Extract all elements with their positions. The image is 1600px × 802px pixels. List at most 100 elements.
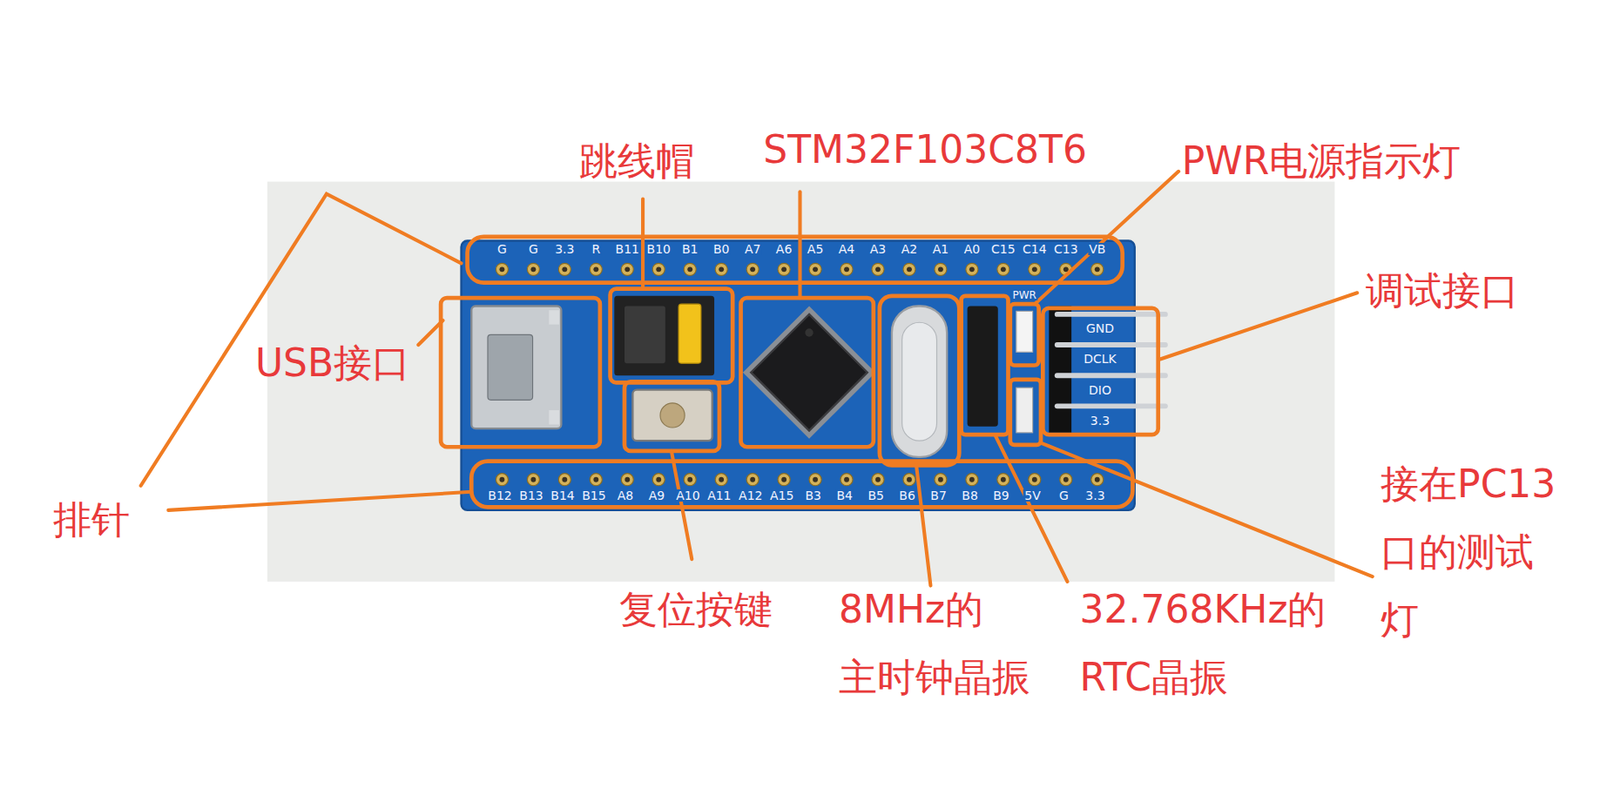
callout-label: 跳线帽 <box>579 127 695 196</box>
usb-connector <box>471 306 561 430</box>
pin-hole-center <box>1000 477 1006 483</box>
pin-label: C15 <box>990 243 1017 256</box>
callout-label: 接在PC13 口的测试 灯 <box>1380 450 1581 655</box>
callout-label: 调试接口 <box>1365 256 1519 325</box>
pin-hole <box>934 263 947 276</box>
callout-label: 32.768KHz的 RTC晶振 <box>1080 575 1359 712</box>
pin-hole-center <box>561 477 568 483</box>
pin-label: B12 <box>486 489 513 502</box>
pin-hole <box>495 263 508 276</box>
pin-hole-center <box>624 477 630 483</box>
pin-label: B13 <box>518 489 544 502</box>
pin-label: R <box>590 243 601 256</box>
mcu-pins <box>742 306 876 439</box>
pin-hole-center <box>593 477 599 483</box>
pin-label: B8 <box>960 489 979 502</box>
pin-hole <box>558 263 571 276</box>
pin-hole-center <box>1063 477 1069 483</box>
pin-label: C14 <box>1021 243 1048 256</box>
pin-hole <box>526 263 540 276</box>
pin-label: B3 <box>803 489 823 502</box>
callout-label: 复位按键 <box>619 575 773 644</box>
callout-label: STM32F103C8T6 <box>762 115 1087 184</box>
pin-hole <box>683 263 696 276</box>
pin-label: 5V <box>1023 489 1041 502</box>
pin-label: GND <box>1085 322 1115 335</box>
pin-hole-center <box>875 266 881 272</box>
pin-label: DCLK <box>1082 352 1118 365</box>
pin-hole-center <box>1063 266 1069 272</box>
pin-hole-center <box>938 477 944 483</box>
pin-label: DIO <box>1087 384 1113 397</box>
pin-label: C13 <box>1053 243 1080 256</box>
pin-hole-center <box>530 266 536 272</box>
debug-header <box>1048 306 1072 433</box>
pin-hole-center <box>812 477 818 483</box>
callout-label: PWR电源指示灯 <box>1181 127 1462 196</box>
usb-pad <box>548 410 560 425</box>
photo-ground <box>267 182 1335 582</box>
pin-hole <box>1028 263 1041 276</box>
pin-hole <box>965 263 979 276</box>
pin-label: G <box>1058 489 1070 502</box>
pin-hole-center <box>1032 266 1038 272</box>
pin-label: A11 <box>706 489 732 502</box>
pin-hole-center <box>969 477 975 483</box>
crystal-top <box>902 322 938 441</box>
pin-hole-center <box>718 477 724 483</box>
pin-hole-center <box>812 266 818 272</box>
pin-label: B14 <box>549 489 575 502</box>
pin-hole-center <box>655 266 662 272</box>
pin-hole-center <box>687 477 693 483</box>
pin-label: B4 <box>835 489 854 502</box>
pin-label: A7 <box>743 243 762 256</box>
pin-label: B15 <box>580 489 607 502</box>
pin-hole <box>652 263 665 276</box>
pin-label: A10 <box>675 489 701 502</box>
pin-hole-center <box>781 477 787 483</box>
pin-hole <box>621 263 634 276</box>
pin-label: A15 <box>769 489 795 502</box>
pin-hole <box>997 473 1010 487</box>
pin-hole <box>809 473 822 487</box>
pin-hole <box>809 263 822 276</box>
pin-label: A5 <box>806 243 824 256</box>
pin-hole <box>652 473 665 487</box>
mcu-dot <box>804 328 813 337</box>
pin-label: A9 <box>648 489 666 502</box>
pin-hole <box>715 473 728 487</box>
pin-hole <box>997 263 1010 276</box>
pin-label: G <box>496 243 508 256</box>
pin-label: A2 <box>900 243 919 256</box>
pin-hole-center <box>906 477 912 483</box>
pin-hole-center <box>499 266 505 272</box>
pin-hole <box>495 473 508 487</box>
callout-label: 8MHz的 主时钟晶振 <box>838 575 1057 712</box>
pin-hole <box>1091 263 1104 276</box>
pin-hole <box>526 473 540 487</box>
pin-hole-center <box>1094 266 1101 272</box>
pin-hole-center <box>718 266 724 272</box>
pin-hole-center <box>530 477 536 483</box>
pin-label: A3 <box>869 243 887 256</box>
pin-label: A4 <box>837 243 856 256</box>
pin-hole <box>621 473 634 487</box>
pc13-led <box>1016 387 1033 433</box>
reset-knob <box>660 403 685 428</box>
pin-label: B9 <box>992 489 1011 502</box>
main-crystal <box>891 306 947 458</box>
pin-hole-center <box>655 477 662 483</box>
pin-hole <box>1028 473 1041 487</box>
pin-hole <box>683 473 696 487</box>
pin-hole-center <box>843 477 850 483</box>
pin-hole <box>589 473 602 487</box>
pin-hole-center <box>906 266 912 272</box>
pin-hole-center <box>593 266 599 272</box>
pin-label: A6 <box>775 243 793 256</box>
reset-button <box>632 390 712 442</box>
pin-label: B6 <box>897 489 917 502</box>
pin-hole <box>903 263 916 276</box>
callout-label: 排针 <box>53 486 130 554</box>
pin-hole <box>746 263 759 276</box>
